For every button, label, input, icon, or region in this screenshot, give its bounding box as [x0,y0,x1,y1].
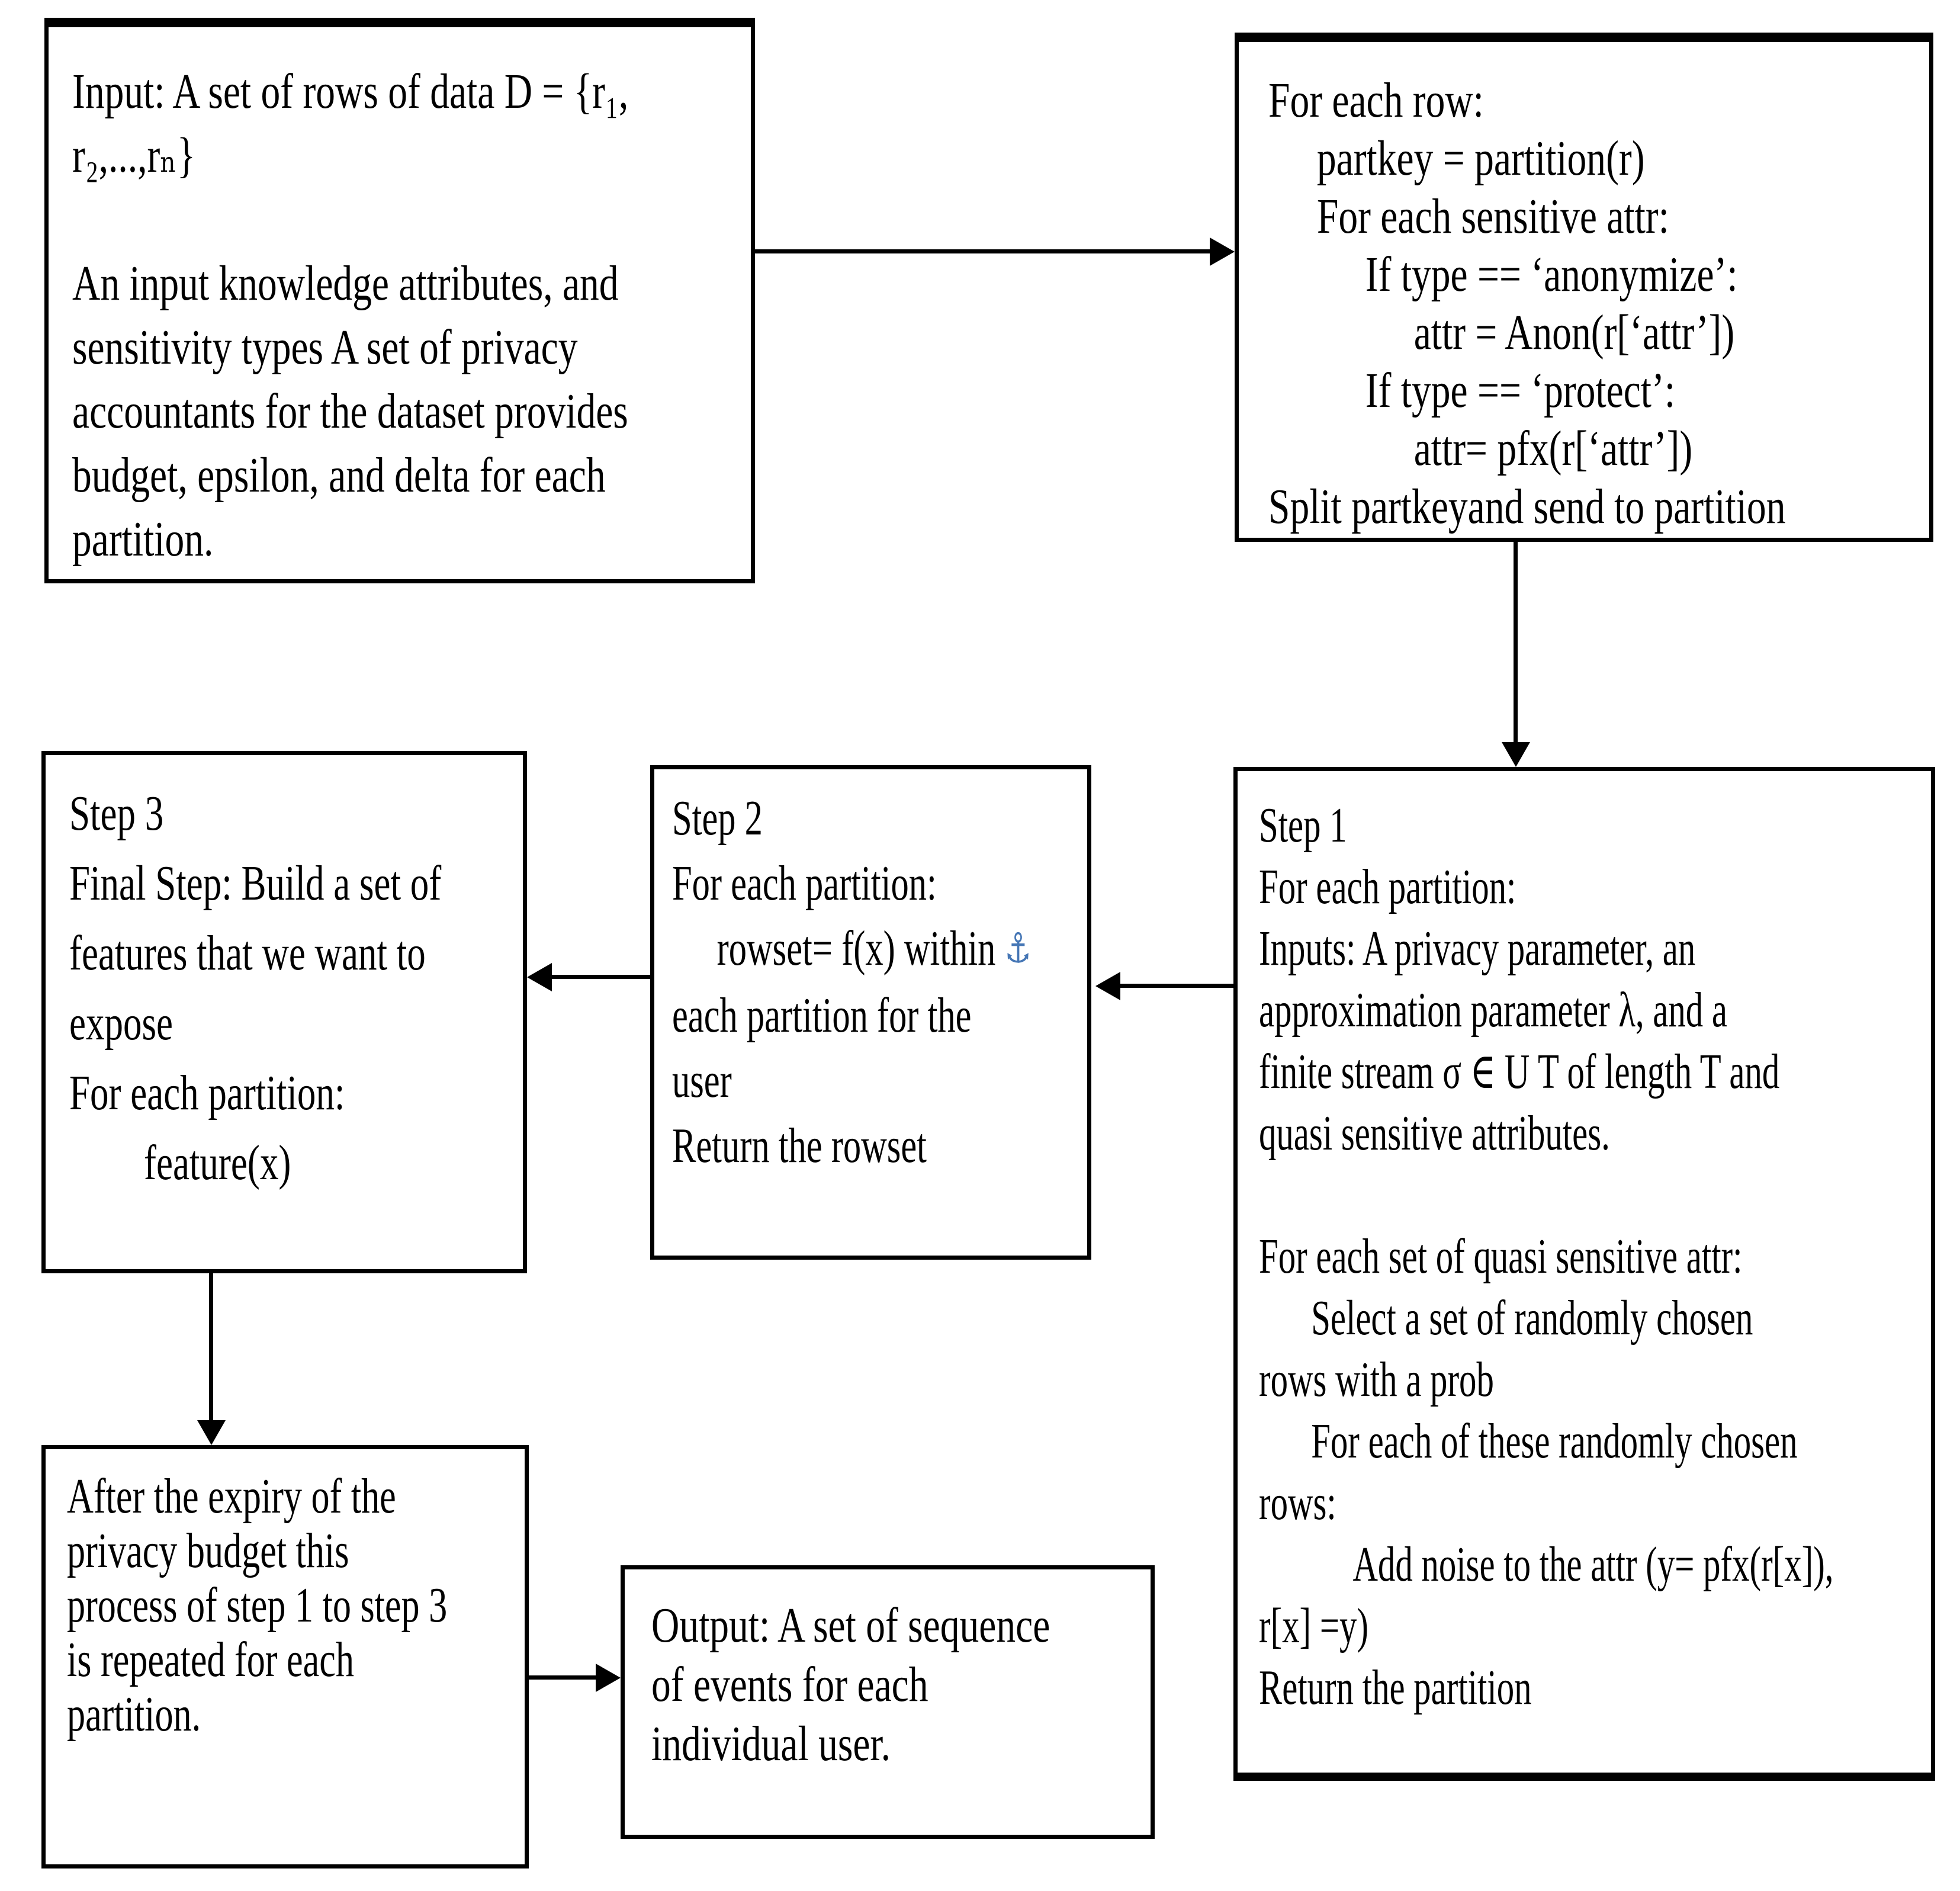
step1-box-text: Step 1 For each partition: Inputs: A priva… [1259,795,1927,1719]
row-processing-box-text: For each row: partkey = partition(r) For… [1268,72,1923,536]
step1-box: Step 1 For each partition: Inputs: A priva… [1233,767,1935,1781]
text-line: For each partition: [69,1065,345,1121]
text-line: Output: A set of sequence [651,1598,1050,1653]
arrow-line [1514,542,1518,742]
arrow-line [529,1675,597,1680]
arrowhead-left-icon [1095,972,1120,1000]
anchor-icon: ⚓ [1004,924,1032,972]
text-line: rowset= f(x) within ⚓ [672,921,1032,976]
text-line: If type == ‘protect’: [1268,363,1676,418]
step2-box: Step 2 For each partition: rowset= f(x) w… [650,765,1091,1260]
text-line: is repeated for each [67,1632,354,1687]
text-line: rows: [1259,1475,1336,1530]
text-line: rows with a prob [1259,1352,1494,1407]
arrowhead-right-icon [596,1664,621,1692]
text-line: For each partition: [1259,859,1516,914]
arrowhead-down-icon [1502,742,1530,767]
text-line: Final Step: Build a set of [69,856,442,911]
text-line: user [672,1053,732,1108]
text-line: Step 2 [672,791,763,846]
text-line: For each partition: [672,856,937,911]
text-line: individual user. [651,1716,891,1771]
arrowhead-left-icon [527,963,552,991]
text-line: For each row: [1268,73,1484,128]
text-line: approximation parameter λ, and a [1259,983,1727,1038]
input-box: Input: A set of rows of data D = {r₁, r₂,… [44,18,755,583]
text-line: If type == ‘anonymize’: [1268,247,1738,302]
text-line [1259,1164,1727,1226]
text-line: For each sensitive attr: [1268,189,1669,244]
text-line: expose [69,996,173,1051]
text-line: attr= pfx(r[‘attr’]) [1268,421,1693,476]
text-line: finite stream σ ∈ U T of length T and [1259,1044,1780,1099]
text-line: Input: A set of rows of data D = {r₁, [72,64,629,119]
text-line: each partition for the [672,988,972,1043]
text-line: Step 1 [1259,798,1347,853]
step2-box-text: Step 2 For each partition: rowset= f(x) w… [672,786,1085,1179]
text-line: r[x] =y) [1259,1598,1368,1654]
text-line: feature(x) [69,1135,291,1190]
text-line: quasi sensitive attributes. [1259,1106,1610,1161]
text-line: r₂,...,rₙ} [72,128,196,183]
text-line: For each set of quasi sensitive attr: [1259,1229,1743,1284]
arrow-line [209,1273,213,1420]
text-line: Return the partition [1259,1660,1532,1715]
step3-box-text: Step 3 Final Step: Build a set of features… [69,779,519,1198]
arrow-line [755,249,1210,253]
text-line [72,188,592,252]
arrowhead-down-icon [197,1420,226,1445]
text-line: For each of these randomly chosen [1259,1414,1798,1469]
text-line: sensitivity types A set of privacy [72,320,578,375]
text-line: Split partkeyand send to partition [1268,479,1786,534]
text-line: features that we want to [69,926,426,981]
text-line: After the expiry of the [67,1469,396,1524]
text-line: partkey = partition(r) [1268,131,1645,186]
row-processing-box: For each row: partkey = partition(r) For… [1235,33,1933,542]
text-line: of events for each [651,1657,928,1712]
text-line: Return the rowset [672,1118,927,1173]
input-box-text: Input: A set of rows of data D = {r₁, r₂,… [72,60,739,572]
text-line: process of step 1 to step 3 [67,1578,448,1633]
text-line: Select a set of randomly chosen [1259,1290,1753,1346]
text-line: accountants for the dataset provides [72,384,628,439]
arrow-line [1120,984,1233,988]
text-line: Add noise to the attr (y= pfx(r[x]), [1259,1537,1834,1592]
step3-box: Step 3 Final Step: Build a set of features… [41,751,527,1273]
text-line: An input knowledge attributes, and [72,256,619,311]
arrowhead-right-icon [1210,237,1235,266]
text-line: partition. [67,1687,201,1742]
text-line: attr = Anon(r[‘attr’]) [1268,305,1735,360]
text-line: Step 3 [69,786,164,841]
text-line: partition. [72,512,214,567]
text-line: Inputs: A privacy parameter, an [1259,921,1696,976]
text-line: budget, epsilon, and delta for each [72,448,606,503]
text-line: privacy budget this [67,1523,349,1578]
arrow-line [552,975,650,979]
